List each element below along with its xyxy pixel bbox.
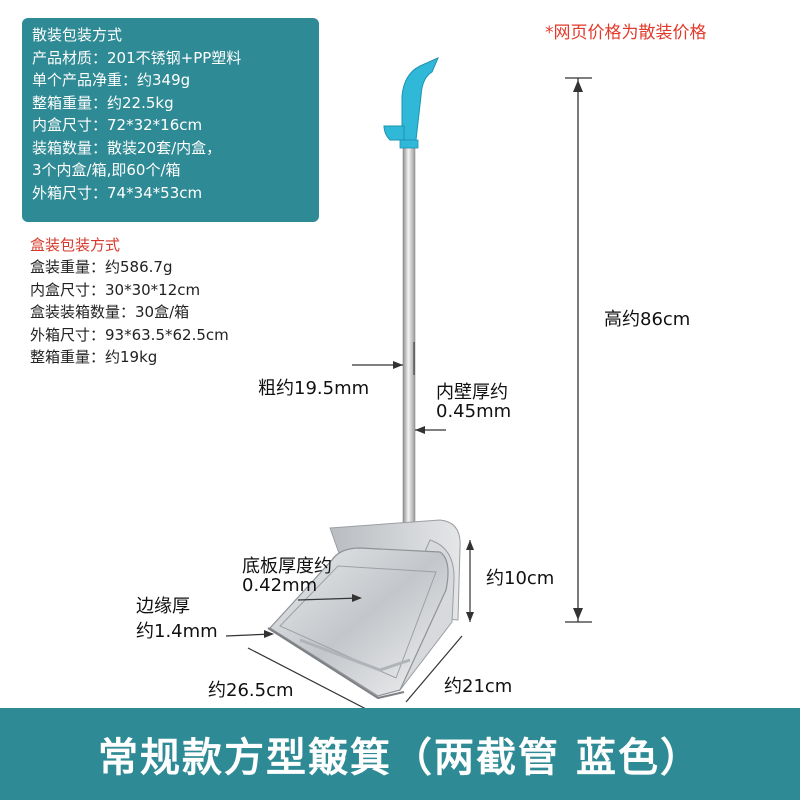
- bulk-spec-line: 产品材质：201不锈钢+PP塑料: [32, 48, 242, 67]
- box-spec-line: 盒装装箱数量：30盒/箱: [30, 303, 190, 321]
- width-label: 约26.5cm: [208, 680, 294, 701]
- edge-thickness-value: 约1.4mm: [136, 621, 218, 642]
- edge-thickness-label: 边缘厚: [136, 596, 190, 617]
- depth-dim-line: [405, 635, 463, 703]
- box-spec-line: 整箱重量：约19kg: [30, 348, 158, 366]
- bulk-spec-line: 外箱尺寸：74*34*53cm: [32, 183, 203, 202]
- price-note: *网页价格为散装价格: [545, 23, 707, 43]
- dustpan-illustration: [225, 57, 592, 710]
- inner-wall-value: 0.45mm: [436, 401, 512, 422]
- box-spec-line: 盒装重量：约586.7g: [30, 258, 173, 276]
- box-spec-line: 内盒尺寸：30*30*12cm: [30, 280, 201, 299]
- handle-pole: [402, 139, 416, 551]
- bulk-spec-line: 装箱数量：散装20套/内盒，: [32, 138, 222, 157]
- bulk-spec-line: 内盒尺寸：72*32*16cm: [32, 116, 203, 134]
- box-spec-panel: 盒装包装方式 盒装重量：约586.7g 内盒尺寸：30*30*12cm 盒装装箱…: [30, 234, 229, 369]
- box-spec-line: 外箱尺寸：93*63.5*62.5cm: [30, 325, 229, 344]
- bulk-spec-line: 3个内盒/箱,即60个/箱: [32, 161, 181, 179]
- bulk-spec-line: 单个产品净重：约349g: [32, 71, 191, 89]
- bulk-spec-title: 散装包装方式: [32, 26, 123, 44]
- blue-handle-clip: [383, 125, 405, 141]
- product-title-bar: 常规款方型簸箕（两截管 蓝色）: [0, 708, 800, 800]
- inner-wall-label: 内壁厚约: [436, 382, 508, 403]
- box-spec-title: 盒装包装方式: [30, 236, 121, 254]
- base-thickness-marker: [297, 597, 361, 601]
- base-thickness-label: 底板厚度约: [242, 556, 332, 577]
- pan-height-label: 约10cm: [486, 568, 555, 589]
- bulk-spec-panel: 散装包装方式 产品材质：201不锈钢+PP塑料 单个产品净重：约349g 整箱重…: [22, 18, 319, 222]
- product-title: 常规款方型簸箕（两截管 蓝色）: [98, 735, 702, 781]
- pole-diameter-label: 粗约19.5mm: [258, 378, 370, 399]
- blue-handle-grip: [401, 57, 439, 141]
- width-dim-line: [247, 647, 369, 710]
- depth-label: 约21cm: [444, 676, 513, 697]
- height-label: 高约86cm: [604, 309, 691, 330]
- base-thickness-value: 0.42mm: [242, 575, 318, 596]
- bulk-spec-line: 整箱重量：约22.5kg: [32, 93, 174, 112]
